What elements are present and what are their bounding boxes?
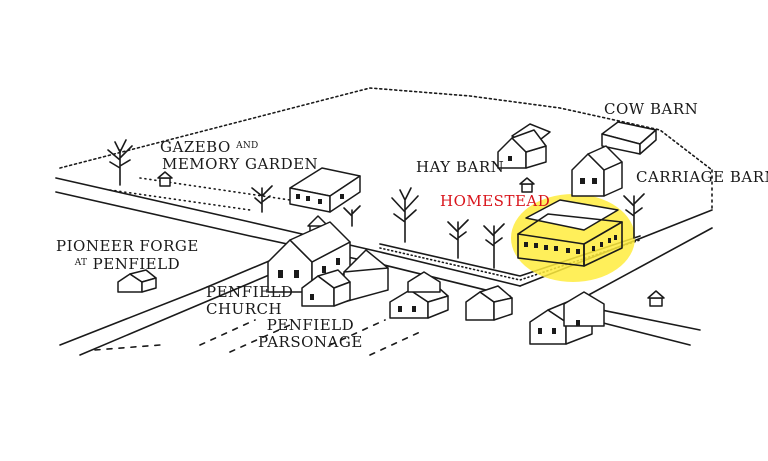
homestead-building (517, 199, 623, 267)
tree-icon (343, 205, 361, 227)
carriage-barn-text: CARRIAGE BARN (636, 168, 768, 186)
memory-garden-text: MEMORY GARDEN (162, 155, 319, 173)
hay-barn-text: HAY BARN (416, 158, 505, 176)
building-icon (465, 285, 513, 321)
building-icon (571, 145, 623, 197)
label-hay-barn: HAY BARN (416, 159, 504, 176)
label-parsonage: PENFIELD PARSONAGE (258, 317, 363, 351)
building-icon (529, 291, 605, 345)
label-carriage-barn: CARRIAGE BARN (636, 169, 768, 186)
tree-icon (107, 139, 133, 186)
label-cow-barn: COW BARN (604, 101, 698, 118)
building-icon (601, 121, 657, 155)
gazebo-text: GAZEBO (160, 138, 231, 156)
tree-icon (447, 219, 469, 259)
church-text: CHURCH (206, 300, 283, 318)
tree-icon (391, 187, 419, 243)
label-pioneer-forge: PIONEER FORGE AT PENFIELD (56, 238, 199, 273)
parsonage-building (301, 269, 351, 307)
forge-penfield-text: PENFIELD (92, 255, 181, 273)
furrows (94, 319, 421, 356)
cow-barn-text: COW BARN (604, 100, 699, 118)
tree-icon (483, 223, 505, 269)
tree-icon (251, 185, 273, 213)
label-church: PENFIELD CHURCH (206, 284, 293, 318)
parsonage-penfield-text: PENFIELD (266, 316, 355, 334)
forge-at-text: AT (74, 258, 88, 268)
building-icon (289, 167, 361, 213)
hay-barn-marker (519, 177, 535, 193)
label-homestead: HOMESTEAD (440, 193, 550, 210)
church-penfield-text: PENFIELD (206, 283, 294, 301)
gazebo-icon (647, 290, 665, 307)
tree-icon (623, 193, 645, 239)
pioneer-forge-text: PIONEER FORGE (56, 237, 199, 255)
building-icon (389, 271, 449, 319)
gazebo-and-text: AND (236, 141, 259, 151)
forge-building (117, 269, 157, 293)
gazebo-icon (157, 171, 173, 187)
parsonage-text: PARSONAGE (258, 333, 363, 351)
homestead-text: HOMESTEAD (440, 192, 551, 210)
label-gazebo: GAZEBO AND MEMORY GARDEN (160, 138, 318, 173)
building-icon (497, 123, 551, 169)
